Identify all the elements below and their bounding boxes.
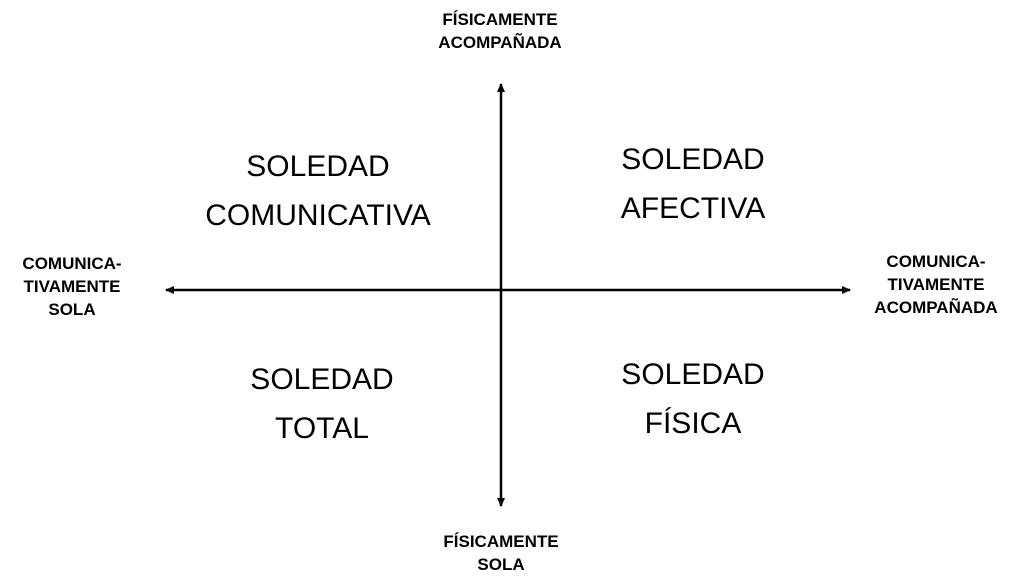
quadrant-line: SOLEDAD [621, 358, 765, 391]
axis-label-bottom: FÍSICAMENTE SOLA [443, 530, 558, 576]
quadrant-line: TOTAL [275, 412, 369, 445]
quadrant-line: COMUNICATIVA [205, 199, 431, 232]
label-line: ACOMPAÑADA [874, 298, 998, 317]
quadrant-line: AFECTIVA [620, 192, 766, 225]
quadrant-line: SOLEDAD [250, 363, 394, 396]
label-line: COMUNICA- [22, 254, 122, 273]
quadrant-line: FÍSICA [644, 407, 742, 440]
axis-label-right: COMUNICA- TIVAMENTE ACOMPAÑADA [874, 250, 997, 319]
label-line: TIVAMENTE [23, 277, 121, 296]
axis-label-left: COMUNICA- TIVAMENTE SOLA [22, 252, 121, 321]
label-line: SOLA [48, 300, 96, 319]
label-line: SOLA [477, 555, 525, 574]
label-line: ACOMPAÑADA [438, 33, 562, 52]
quadrant-line: SOLEDAD [621, 143, 765, 176]
quadrant-top-right: SOLEDAD AFECTIVA [621, 135, 765, 233]
label-line: FÍSICAMENTE [442, 10, 558, 29]
label-line: FÍSICAMENTE [443, 532, 559, 551]
quadrant-bottom-right: SOLEDAD FÍSICA [621, 350, 764, 448]
quadrant-line: SOLEDAD [246, 150, 390, 183]
label-line: TIVAMENTE [887, 275, 985, 294]
quadrant-bottom-left: SOLEDAD TOTAL [250, 355, 393, 453]
label-line: COMUNICA- [886, 252, 986, 271]
axis-label-top: FÍSICAMENTE ACOMPAÑADA [438, 8, 561, 54]
quadrant-top-left: SOLEDAD COMUNICATIVA [205, 142, 431, 240]
